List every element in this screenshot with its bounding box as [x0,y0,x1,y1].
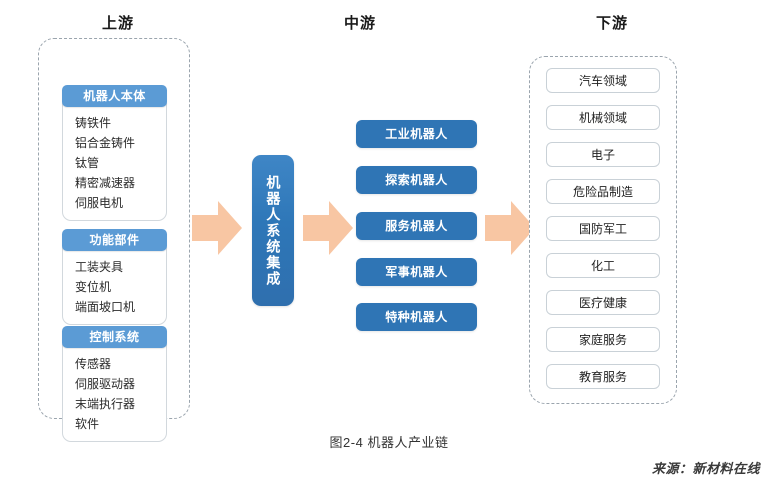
midstream-category-service-robot: 服务机器人 [356,212,477,240]
flow-arrow-right-icon [303,201,353,255]
list-item: 精密减速器 [75,176,136,190]
list-item: 变位机 [75,280,112,294]
midstream-category-exploration-robot: 探索机器人 [356,166,477,194]
downstream-field-hazardous-manufacturing: 危险品制造 [546,179,660,204]
group-badge-control-system: 控制系统 [62,326,167,348]
list-item: 传感器 [75,357,112,371]
list-item: 伺服电机 [75,196,124,210]
figure-caption: 图2-4 机器人产业链 [329,435,449,450]
midstream-category-special-robot: 特种机器人 [356,303,477,331]
list-item: 末端执行器 [75,397,136,411]
column-heading-midstream: 中游 [343,15,376,32]
downstream-field-defense-military: 国防军工 [546,216,660,241]
list-item: 伺服驱动器 [75,377,136,391]
group-list-robot-body: 铸铁件 铝合金铸件 钛管 精密减速器 伺服电机 [62,96,167,221]
upstream-group-functional-parts: 功能部件 工装夹具 变位机 端面坡口机 [62,229,167,325]
list-item: 铸铁件 [75,116,112,130]
downstream-field-electronics: 电子 [546,142,660,167]
column-heading-downstream: 下游 [595,15,628,32]
downstream-field-medical-health: 医疗健康 [546,290,660,315]
list-item: 端面坡口机 [75,300,136,314]
downstream-field-chemical: 化工 [546,253,660,278]
midstream-category-military-robot: 军事机器人 [356,258,477,286]
integration-label: 机器人系统集成 [265,174,282,287]
downstream-field-automotive: 汽车领域 [546,68,660,93]
figure-source: 来源：新材料在线 [651,461,760,476]
group-list-functional-parts: 工装夹具 变位机 端面坡口机 [62,240,167,325]
column-heading-upstream: 上游 [101,15,134,32]
downstream-field-machinery: 机械领域 [546,105,660,130]
downstream-field-education-service: 教育服务 [546,364,660,389]
upstream-group-control-system: 控制系统 传感器 伺服驱动器 末端执行器 软件 [62,326,167,442]
upstream-container: 机器人本体 铸铁件 铝合金铸件 钛管 精密减速器 伺服电机 功能部件 工装夹具 … [38,38,190,442]
group-badge-robot-body: 机器人本体 [62,85,167,107]
downstream-field-home-service: 家庭服务 [546,327,660,352]
midstream-category-industrial-robot: 工业机器人 [356,120,477,148]
list-item: 软件 [75,417,100,431]
upstream-group-robot-body: 机器人本体 铸铁件 铝合金铸件 钛管 精密减速器 伺服电机 [62,85,167,221]
list-item: 铝合金铸件 [75,136,136,150]
list-item: 工装夹具 [75,260,124,274]
flow-arrow-right-icon [485,201,535,255]
group-badge-functional-parts: 功能部件 [62,229,167,251]
flow-arrow-right-icon [192,201,242,255]
midstream-integration-block: 机器人系统集成 [252,155,294,306]
group-list-control-system: 传感器 伺服驱动器 末端执行器 软件 [62,337,167,442]
list-item: 钛管 [75,156,100,170]
